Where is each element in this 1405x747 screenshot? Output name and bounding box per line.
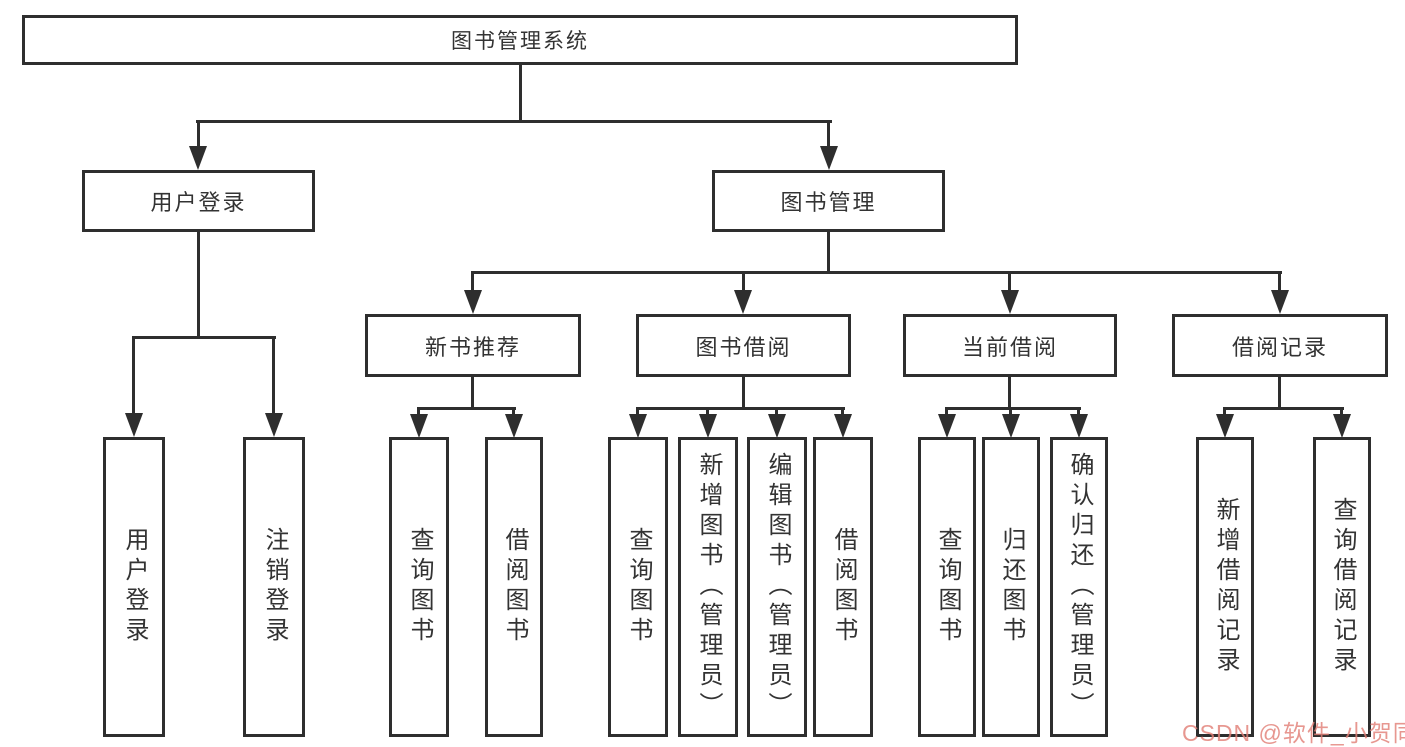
connector-branch-drop	[1008, 274, 1011, 292]
connector-leaf-drop	[1340, 410, 1343, 416]
connector-root-stem	[519, 65, 522, 123]
arrow-down-leaf	[1333, 414, 1351, 438]
arrow-down-book-mgmt	[820, 146, 838, 170]
leaf-logout: 注销登录	[243, 437, 305, 737]
node-new-book-recommend: 新书推荐	[365, 314, 581, 377]
connector-branch-drop	[1278, 274, 1281, 292]
node-library-management-system: 图书管理系统	[22, 15, 1018, 65]
arrow-down-leaf	[125, 413, 143, 437]
connector-branch-drop	[742, 274, 745, 292]
leaf-query-books-borrow: 查询图书	[608, 437, 668, 737]
arrow-down-book-borrow	[734, 290, 752, 314]
arrow-down-leaf	[1216, 414, 1234, 438]
node-current-borrow: 当前借阅	[903, 314, 1117, 377]
connector-new-book-stem	[471, 377, 474, 410]
leaf-label: 编辑图书（管理员）	[764, 452, 791, 722]
leaf-label: 注销登录	[261, 527, 288, 647]
arrow-down-leaf	[410, 414, 428, 438]
arrow-down-leaf	[834, 414, 852, 438]
connector-leaf-drop	[417, 410, 420, 416]
connector-user-login-hline	[132, 336, 276, 339]
leaf-label: 查询图书	[406, 527, 433, 647]
connector-leaf-drop	[1223, 410, 1226, 416]
connector-leaf-drop	[706, 410, 709, 416]
leaf-query-books-recommend: 查询图书	[389, 437, 449, 737]
connector-leaf-drop	[1077, 410, 1080, 416]
connector-group3-hline	[636, 407, 845, 410]
leaf-label: 归还图书	[998, 527, 1025, 647]
leaf-confirm-return-admin: 确认归还（管理员）	[1050, 437, 1108, 737]
leaf-borrow-books: 借阅图书	[813, 437, 873, 737]
arrow-down-leaf	[699, 414, 717, 438]
leaf-edit-book-admin: 编辑图书（管理员）	[747, 437, 807, 737]
leaf-query-books-current: 查询图书	[918, 437, 976, 737]
connector-leaf-drop	[841, 410, 844, 416]
arrow-down-leaf	[265, 413, 283, 437]
connector-leaf-drop	[775, 410, 778, 416]
connector-leaf-drop	[945, 410, 948, 416]
connector-level1-hline	[196, 120, 832, 123]
leaf-add-book-admin: 新增图书（管理员）	[678, 437, 738, 737]
node-book-management: 图书管理	[712, 170, 945, 232]
connector-group2-hline	[417, 407, 516, 410]
node-book-borrow: 图书借阅	[636, 314, 851, 377]
leaf-label: 查询图书	[625, 527, 652, 647]
leaf-label: 查询借阅记录	[1329, 497, 1356, 677]
connector-book-borrow-stem	[742, 377, 745, 410]
arrow-down-leaf	[1002, 414, 1020, 438]
connector-user-login-drop	[197, 123, 200, 148]
connector-level2-hline	[471, 271, 1282, 274]
leaf-label: 查询图书	[934, 527, 961, 647]
leaf-label: 新增借阅记录	[1212, 497, 1239, 677]
leaf-add-borrow-record: 新增借阅记录	[1196, 437, 1254, 737]
arrow-down-current-borrow	[1001, 290, 1019, 314]
arrow-down-user-login	[189, 146, 207, 170]
arrow-down-leaf	[505, 414, 523, 438]
connector-leaf-drop	[636, 410, 639, 416]
arrow-down-leaf	[938, 414, 956, 438]
connector-book-mgmt-stem	[827, 232, 830, 274]
leaf-return-books: 归还图书	[982, 437, 1040, 737]
leaf-label: 借阅图书	[501, 527, 528, 647]
arrow-down-leaf	[1070, 414, 1088, 438]
arrow-down-leaf	[768, 414, 786, 438]
leaf-label: 借阅图书	[830, 527, 857, 647]
arrow-down-new-book	[464, 290, 482, 314]
csdn-watermark: CSDN @软件_小贺同学	[1182, 720, 1405, 746]
node-user-login: 用户登录	[82, 170, 315, 232]
connector-leaf-drop	[1009, 410, 1012, 416]
leaf-borrow-books-recommend: 借阅图书	[485, 437, 543, 737]
leaf-label: 确认归还（管理员）	[1066, 452, 1093, 722]
leaf-label: 新增图书（管理员）	[695, 452, 722, 722]
connector-book-mgmt-drop	[827, 123, 830, 148]
arrow-down-borrow-records	[1271, 290, 1289, 314]
leaf-user-login: 用户登录	[103, 437, 165, 737]
leaf-label: 用户登录	[121, 527, 148, 647]
connector-leaf-drop	[272, 339, 275, 415]
connector-leaf-drop	[512, 410, 515, 416]
node-borrow-records: 借阅记录	[1172, 314, 1388, 377]
connector-user-login-stem	[197, 232, 200, 339]
connector-branch-drop	[471, 274, 474, 292]
connector-current-borrow-stem	[1008, 377, 1011, 410]
connector-group4-hline	[945, 407, 1081, 410]
leaf-query-borrow-record: 查询借阅记录	[1313, 437, 1371, 737]
arrow-down-leaf	[629, 414, 647, 438]
connector-borrow-records-stem	[1278, 377, 1281, 410]
connector-group5-hline	[1223, 407, 1344, 410]
connector-leaf-drop	[132, 339, 135, 415]
